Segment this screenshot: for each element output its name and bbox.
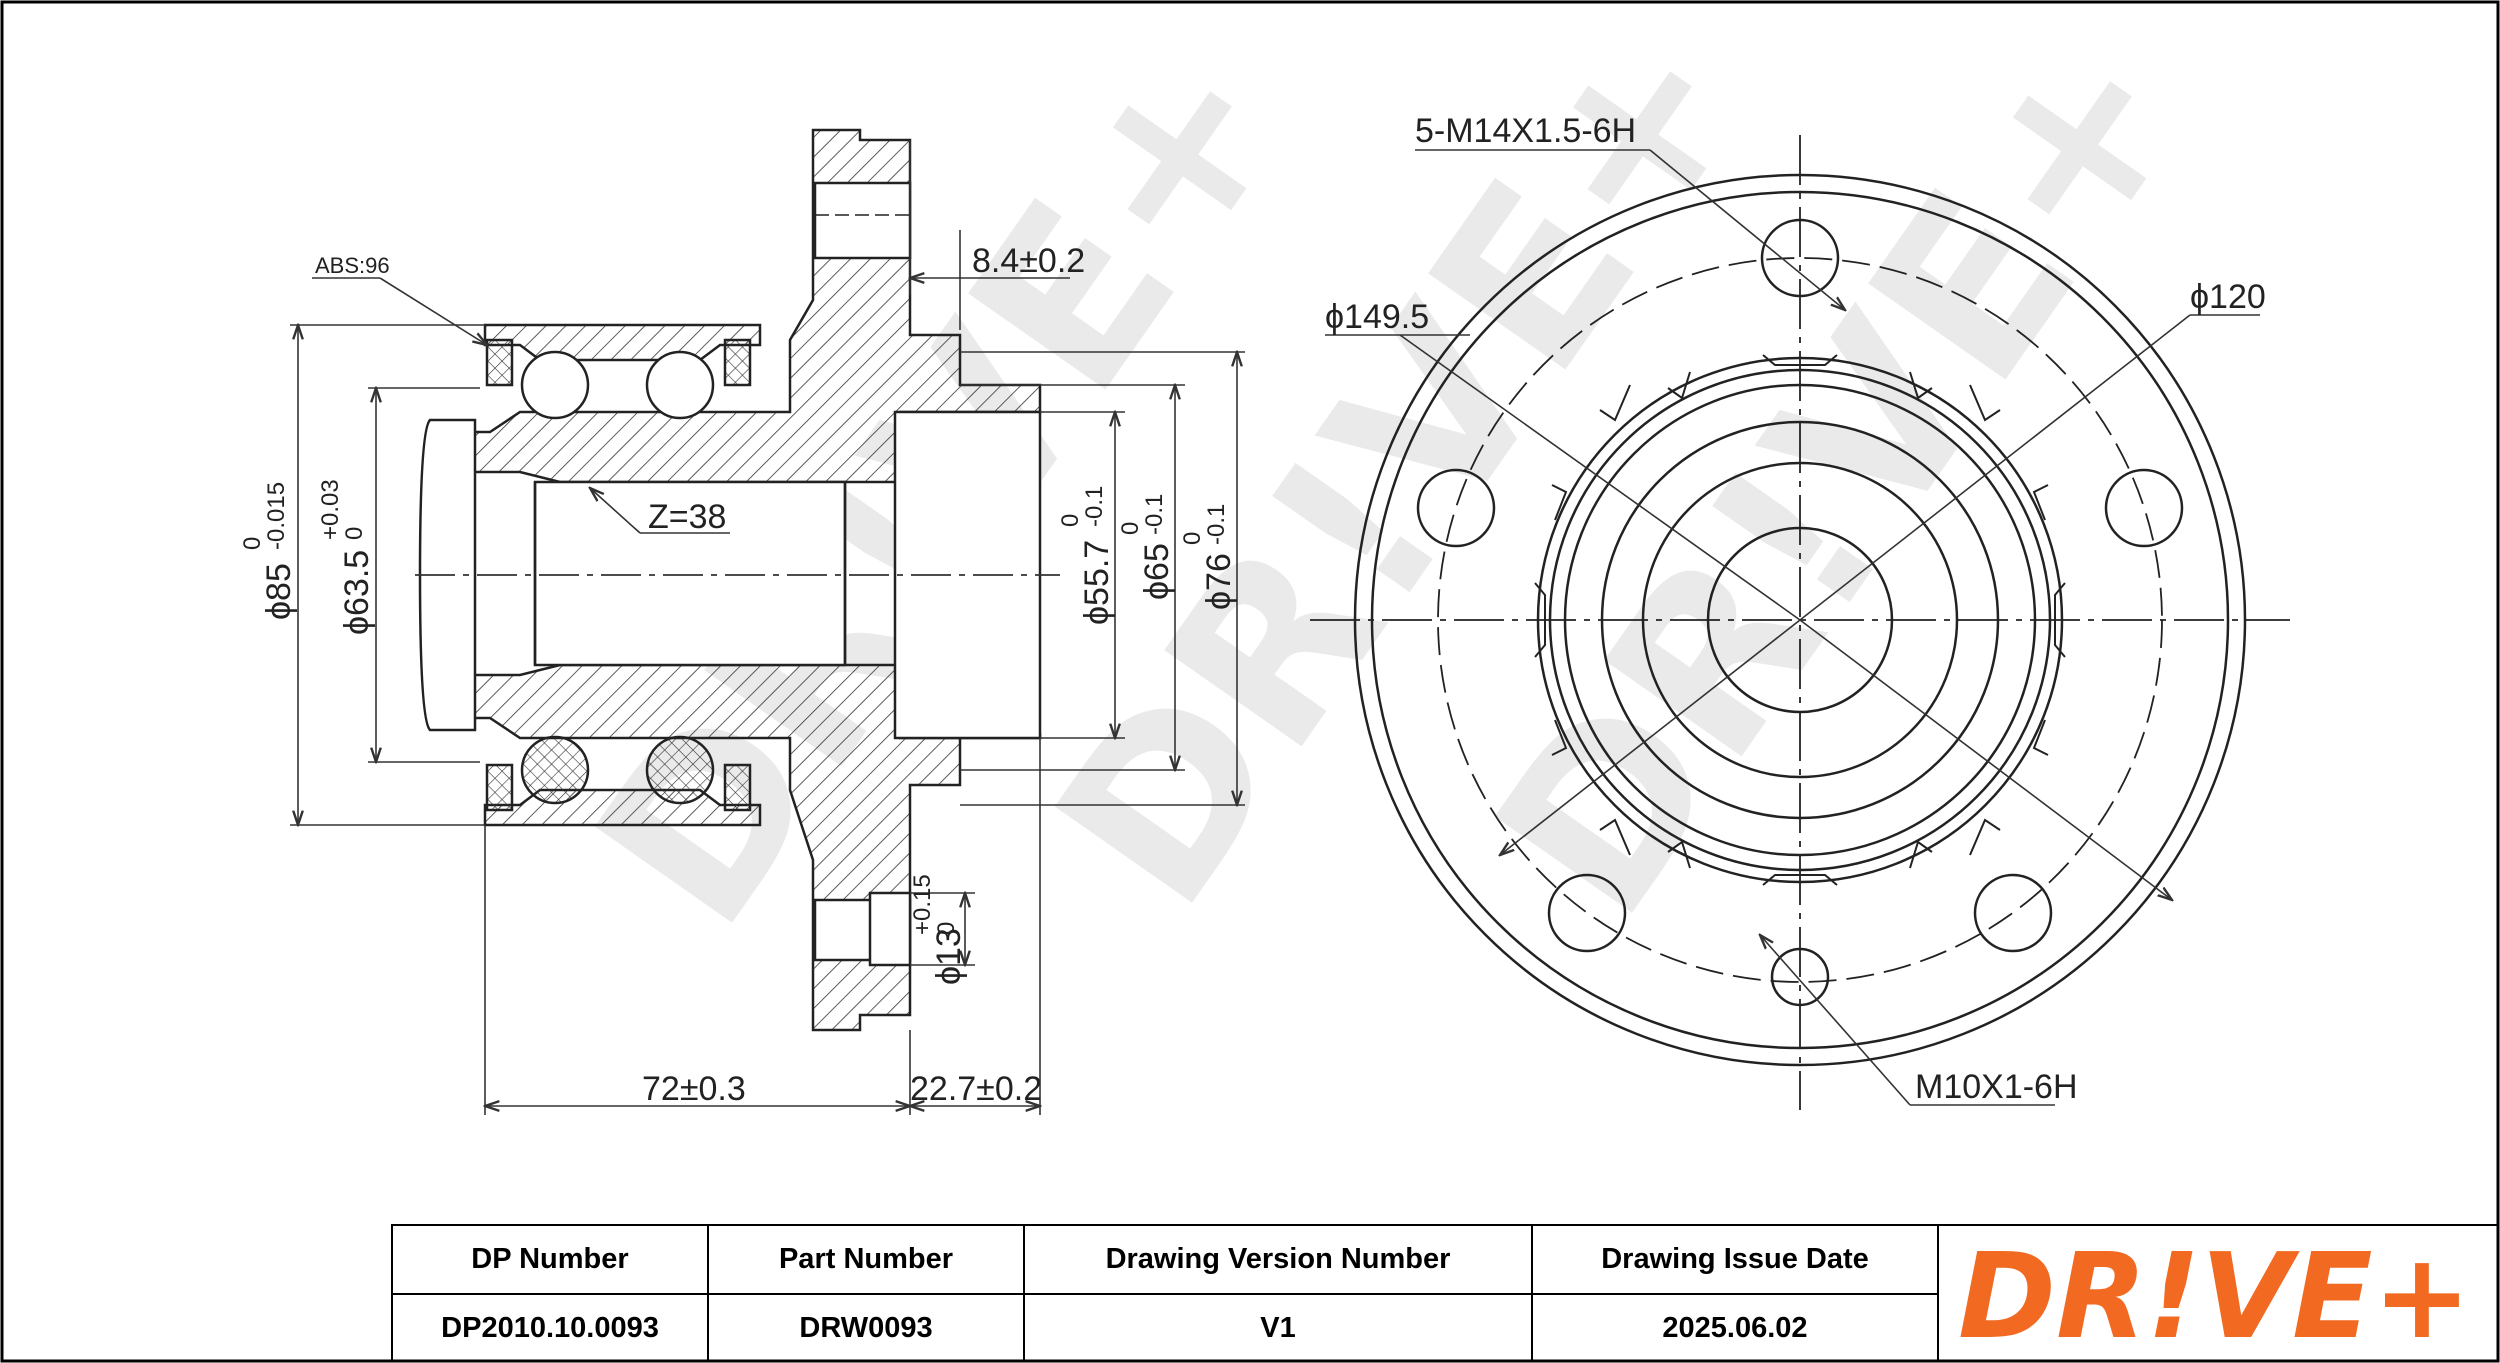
dia-65-label: ϕ65 xyxy=(1138,543,1176,600)
value-version: V1 xyxy=(1260,1311,1296,1344)
dia-13-label: ϕ13 xyxy=(930,928,968,985)
dia-63-label: ϕ63.5 xyxy=(338,550,376,635)
title-block: DP Number DP2010.10.0093 Part Number DRW… xyxy=(391,1224,2497,1361)
teeth-label: Z=38 xyxy=(648,498,726,536)
abs-label: ABS:96 xyxy=(315,253,390,278)
flange-offset-label: 8.4±0.2 xyxy=(972,242,1085,280)
value-dp-number: DP2010.10.0093 xyxy=(441,1311,659,1344)
dia-85-tol-lower: -0.015 xyxy=(263,482,290,550)
title-col-version: Drawing Version Number V1 xyxy=(1025,1226,1533,1361)
front-view xyxy=(1310,135,2290,1110)
dia-149-label: ϕ149.5 xyxy=(1325,298,1429,336)
dia-55-tol-upper: 0 xyxy=(1057,514,1084,527)
value-issue-date: 2025.06.02 xyxy=(1662,1311,1808,1344)
front-dim-text: 5-M14X1.5-6H ϕ149.5 ϕ120 M10X1-6H xyxy=(1325,112,2266,1106)
title-col-part: Part Number DRW0093 xyxy=(709,1226,1025,1361)
dia-55-tol-lower: -0.1 xyxy=(1081,486,1108,527)
dia-65-tol-lower: -0.1 xyxy=(1141,494,1168,535)
header-issue-date: Drawing Issue Date xyxy=(1533,1226,1937,1295)
hub-tabs xyxy=(1534,354,2066,886)
dia-120-label: ϕ120 xyxy=(2190,278,2266,316)
front-dimensions xyxy=(1325,149,2260,1106)
thread-bottom-label: M10X1-6H xyxy=(1915,1068,2078,1106)
length-72-label: 72±0.3 xyxy=(642,1070,746,1108)
header-dp-number: DP Number xyxy=(393,1226,707,1295)
length-22-label: 22.7±0.2 xyxy=(910,1070,1042,1108)
logo-icon: DR!VE+ xyxy=(1958,1239,2471,1349)
value-part-number: DRW0093 xyxy=(799,1311,933,1344)
outer-race-upper xyxy=(483,323,762,362)
svg-text:DR!VE+: DR!VE+ xyxy=(1958,1239,2471,1349)
section-dim-text: ABS:96 8.4±0.2 Z=38 ϕ85 0 -0.015 ϕ63.5 +… xyxy=(239,242,1238,1108)
dia-76-tol-upper: 0 xyxy=(1179,532,1206,545)
section-view xyxy=(418,128,1042,1032)
dia-13-tol-upper: +0.15 xyxy=(909,874,936,935)
title-col-date: Drawing Issue Date 2025.06.02 xyxy=(1533,1226,1939,1361)
header-version: Drawing Version Number xyxy=(1025,1226,1531,1295)
dia-63-tol-upper: +0.03 xyxy=(317,479,344,540)
dia-85-label: ϕ85 xyxy=(260,563,298,620)
thread-top-label: 5-M14X1.5-6H xyxy=(1415,112,1636,150)
dia-55-label: ϕ55.7 xyxy=(1078,540,1116,625)
header-part-number: Part Number xyxy=(709,1226,1023,1295)
dia-76-label: ϕ76 xyxy=(1200,553,1238,610)
dia-85-tol-upper: 0 xyxy=(239,537,266,550)
dia-13-tol-lower: 0 xyxy=(933,922,960,935)
brand-logo: DR!VE+ xyxy=(1939,1226,2497,1361)
dia-65-tol-upper: 0 xyxy=(1117,522,1144,535)
section-dimensions xyxy=(290,140,1245,1115)
dia-76-tol-lower: -0.1 xyxy=(1203,504,1230,545)
dia-63-tol-lower: 0 xyxy=(341,527,368,540)
title-col-dp: DP Number DP2010.10.0093 xyxy=(393,1226,709,1361)
